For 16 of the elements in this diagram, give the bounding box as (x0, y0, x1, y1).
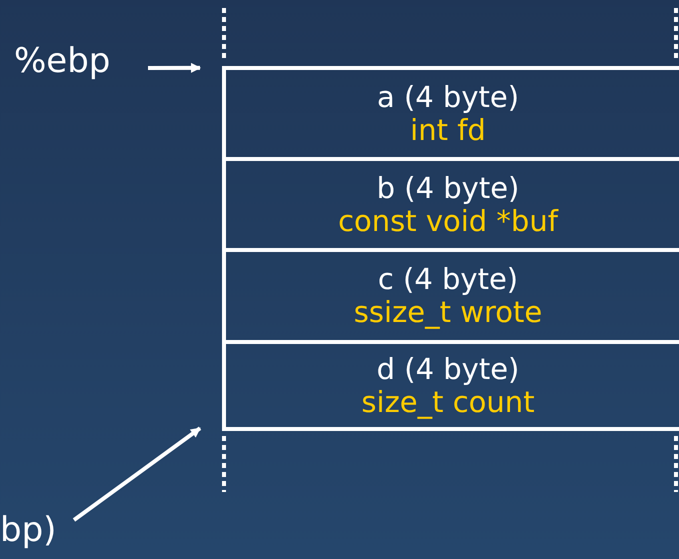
slot-label: c (4 byte) (378, 265, 520, 294)
variable-label: size_t count (361, 388, 536, 416)
slot-label: b (4 byte) (376, 174, 520, 202)
variable-label: const void *buf (338, 206, 560, 236)
arrow (72, 426, 202, 522)
slot-label: d (4 byte) (376, 354, 520, 384)
pointer-label: bp) (0, 513, 56, 547)
stack-slot (222, 248, 679, 340)
variable-label: int fd (410, 116, 486, 144)
slot-label: a (4 byte) (376, 82, 520, 112)
stack-slot (222, 157, 679, 248)
variable-label: ssize_t wrote (354, 298, 544, 327)
pointer-label: %ebp (14, 44, 110, 78)
arrow (148, 62, 201, 73)
stack-slot (222, 340, 679, 431)
stack-slot (222, 66, 679, 157)
